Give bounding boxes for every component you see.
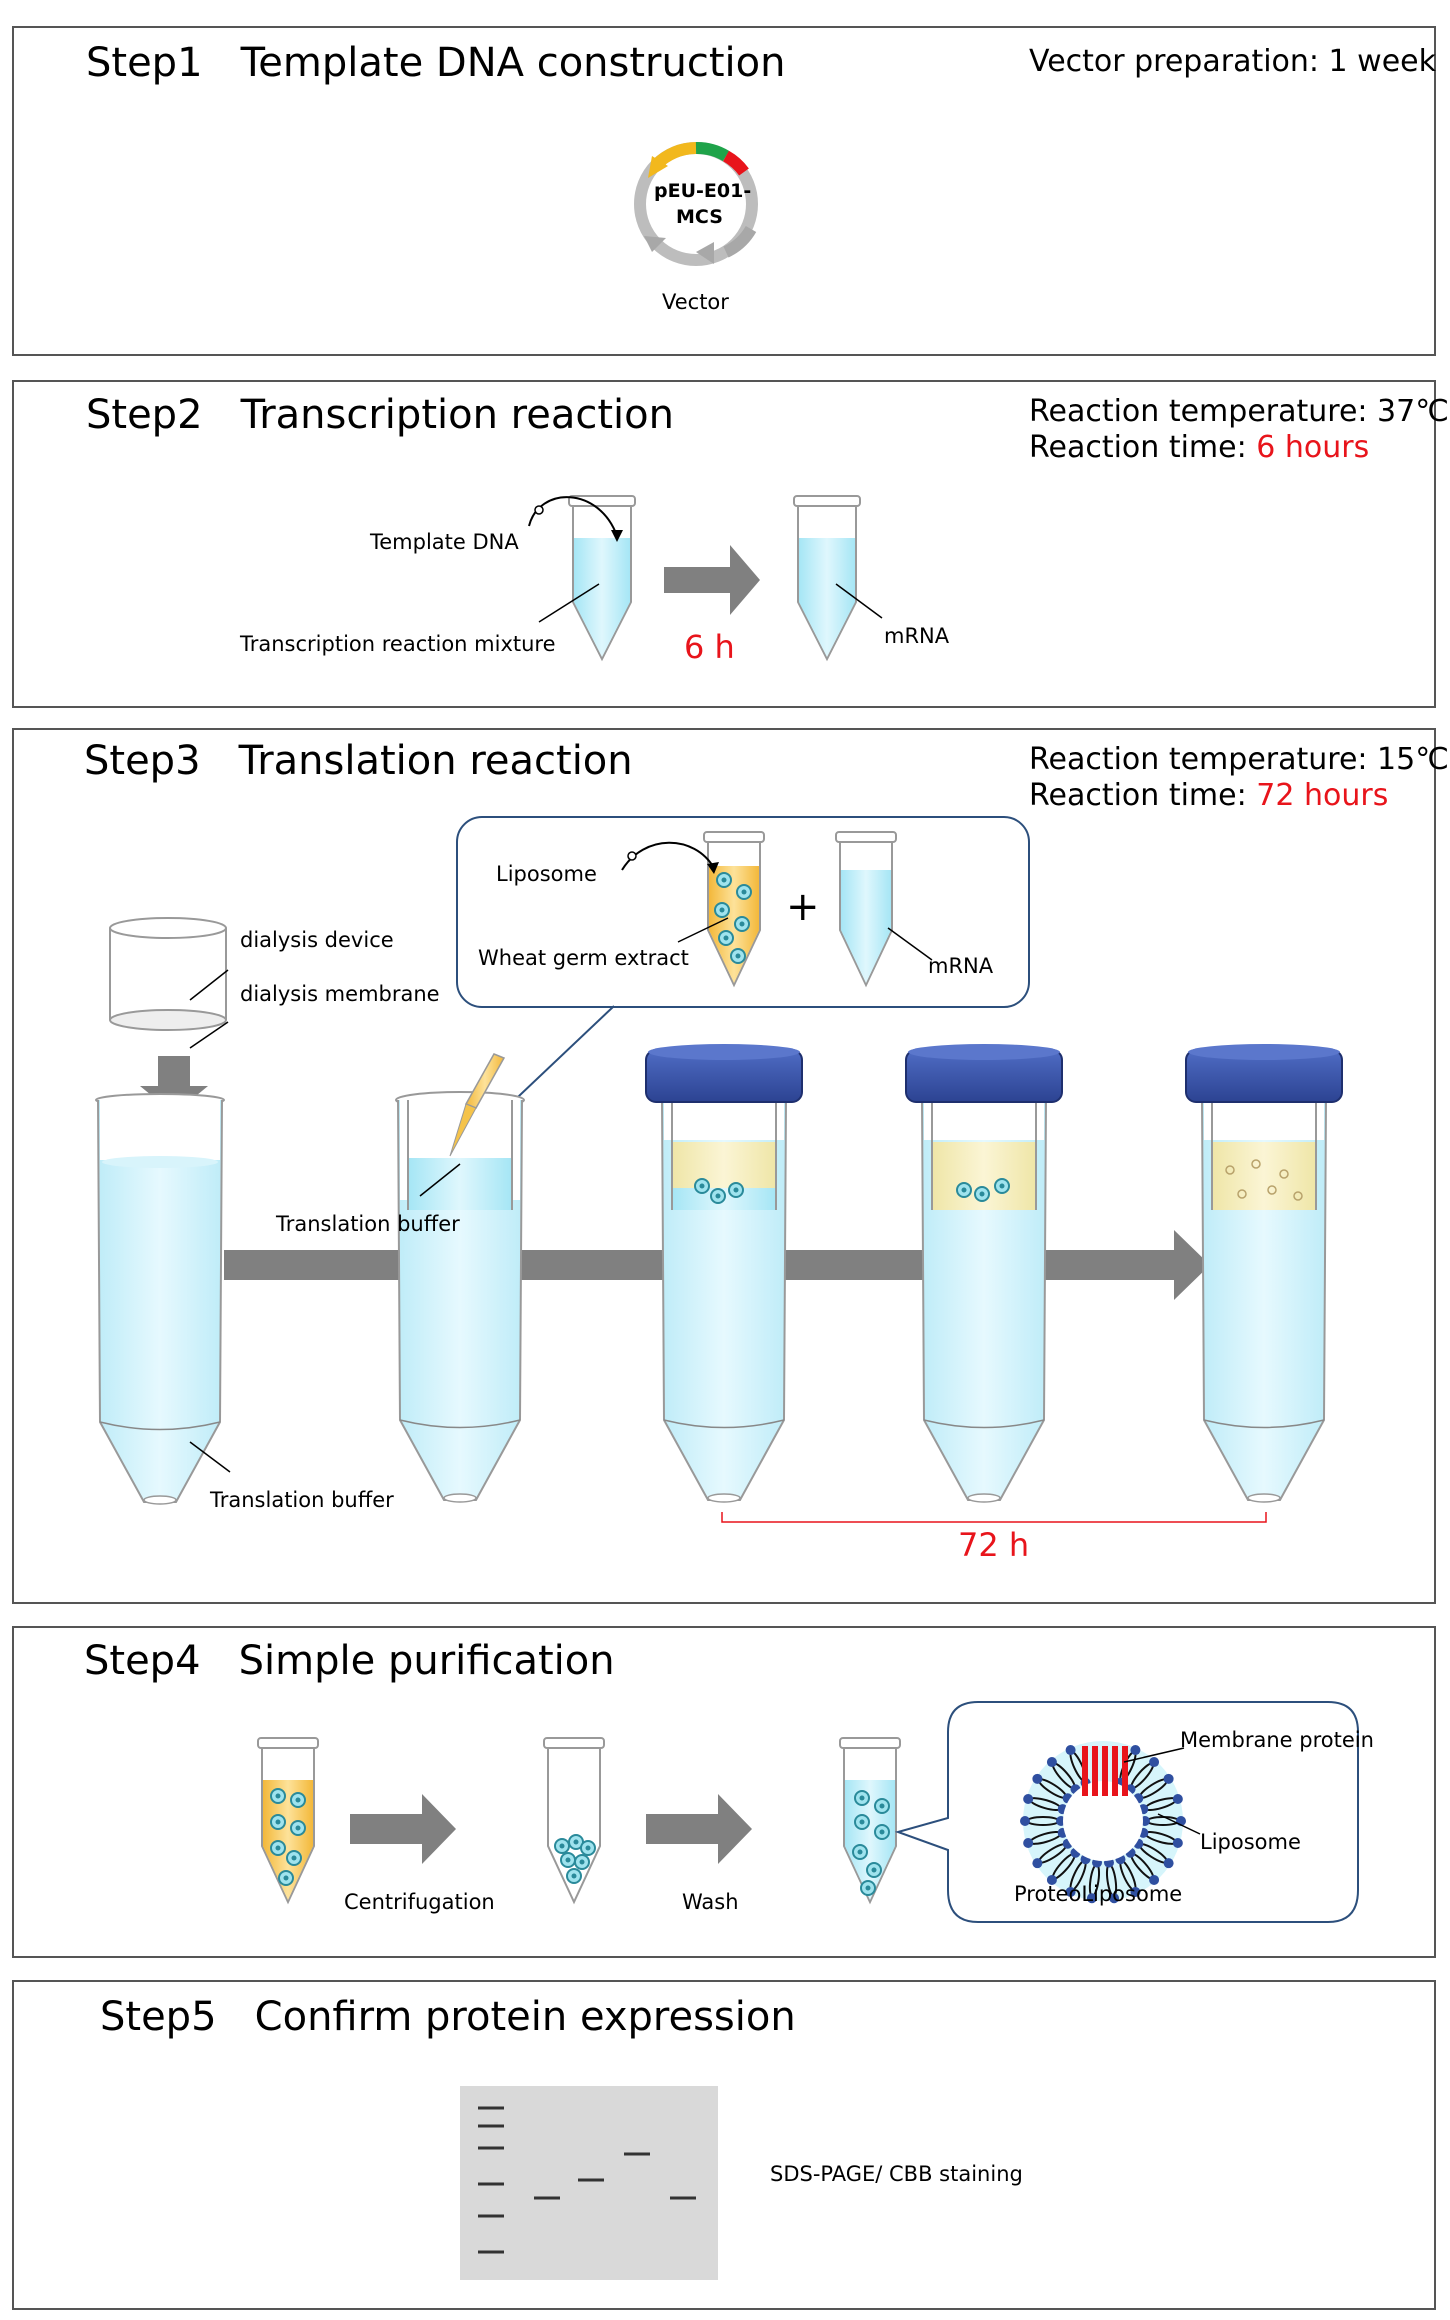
- lipid-head: [1023, 1794, 1034, 1805]
- callout-pointers: [1123, 1747, 1201, 1835]
- step5-panel: Step5 Confirm protein expression SDS-PAG…: [12, 1980, 1436, 2310]
- plus-sign: +: [786, 884, 820, 930]
- wash-arrow-icon: [646, 1794, 752, 1864]
- vector-label: Vector: [662, 290, 729, 314]
- lipid-head: [1065, 1745, 1076, 1756]
- centrifugation-label: Centrifugation: [344, 1890, 495, 1914]
- mrna-tube-icon: [793, 495, 861, 662]
- mixture-pointer: [538, 583, 600, 623]
- step2-temperature: Reaction temperature: 37℃: [1029, 394, 1449, 429]
- translation-buffer-outer-label: Translation buffer: [210, 1488, 394, 1512]
- lipid-head: [1149, 1757, 1160, 1768]
- device-pointers: [189, 969, 229, 1049]
- lipid-head: [1046, 1874, 1057, 1885]
- liposome-label: Liposome: [496, 862, 597, 886]
- mrna-pointer: [835, 583, 883, 619]
- wheat-germ-pointer: [677, 917, 729, 943]
- wheat-germ-label: Wheat germ extract: [478, 946, 689, 970]
- dialysis-tube-4: [905, 1044, 1063, 1503]
- inset-mrna-tube-icon: [835, 831, 897, 988]
- dialysis-membrane-label: dialysis membrane: [240, 982, 440, 1006]
- washed-tube-icon: [839, 1737, 901, 1905]
- step2-time: Reaction time: 6 hours: [1029, 430, 1369, 466]
- lipid-head: [1032, 1773, 1043, 1784]
- lipid-head: [1032, 1858, 1043, 1869]
- liposome-arrow: [621, 841, 719, 874]
- dialysis-tube-5: [1185, 1044, 1343, 1503]
- wash-label: Wash: [682, 1890, 739, 1914]
- step3-temperature: Reaction temperature: 15℃: [1029, 742, 1449, 777]
- translation-buffer-pointer: [419, 1163, 461, 1197]
- centrifugation-arrow-icon: [350, 1794, 456, 1864]
- lipid-head: [1163, 1773, 1174, 1784]
- lipid-head: [1172, 1837, 1183, 1848]
- dialysis-tube-3: [645, 1044, 803, 1503]
- lipid-head: [1023, 1837, 1034, 1848]
- plasmid-name-line1: pEU-E01-: [654, 180, 752, 202]
- step2-mrna-label: mRNA: [884, 624, 950, 648]
- step2-time-value: 6 hours: [1256, 430, 1370, 465]
- translation-buffer-inner-label: Translation buffer: [276, 1212, 460, 1236]
- step2-duration: 6 h: [684, 628, 735, 666]
- step4-title: Step4 Simple purification: [84, 1638, 615, 1684]
- pellet-tube-icon: [543, 1737, 605, 1905]
- step1-panel: Step1 Template DNA construction Vector p…: [12, 26, 1436, 356]
- membrane-protein-label: Membrane protein: [1180, 1728, 1374, 1752]
- step3-title: Step3 Translation reaction: [84, 738, 633, 784]
- lipid-head: [1020, 1816, 1030, 1826]
- inset-mrna-pointer: [887, 927, 933, 961]
- inset-mrna-label: mRNA: [928, 954, 994, 978]
- lipid-head: [1046, 1757, 1057, 1768]
- crude-tube-icon: [257, 1737, 319, 1905]
- step3-duration: 72 h: [958, 1526, 1030, 1564]
- lipid-head: [1130, 1745, 1141, 1756]
- step2-panel: Step2 Transcription reaction Reaction te…: [12, 380, 1449, 708]
- method-label: SDS-PAGE/ CBB staining: [770, 2162, 1023, 2186]
- step4-panel: Step4 Simple purification Centrifugation…: [12, 1626, 1436, 1958]
- step1-title: Step1 Template DNA construction: [86, 40, 786, 86]
- gel-icon: [460, 2086, 718, 2280]
- lipid-head: [1130, 1886, 1141, 1897]
- dialysis-tube-2: [395, 1053, 525, 1503]
- wheat-germ-tube-icon: [703, 831, 765, 988]
- plasmid-icon: [634, 142, 758, 266]
- lipid-head: [1109, 1893, 1120, 1904]
- lipid-head: [1172, 1794, 1183, 1805]
- arrow-right-icon: [664, 545, 760, 615]
- dialysis-tube-1: [95, 1093, 225, 1505]
- step2-title: Step2 Transcription reaction: [86, 392, 674, 438]
- step3-time-label: Reaction time:: [1029, 778, 1257, 813]
- step1-condition: Vector preparation: 1 week: [1029, 44, 1437, 79]
- lipid-head: [1163, 1858, 1174, 1869]
- dialysis-device-label: dialysis device: [240, 928, 394, 952]
- step3-time-value: 72 hours: [1256, 778, 1389, 813]
- step3-panel: Step3 Translation reaction Reaction temp…: [12, 728, 1449, 1604]
- template-dna-arrow: [528, 496, 623, 542]
- lipid-head: [1149, 1874, 1160, 1885]
- dialysis-device-icon: [109, 917, 227, 1031]
- transcription-tube-icon: [568, 495, 636, 662]
- duration-bracket: [721, 1512, 1267, 1523]
- liposome-icon: [1020, 1741, 1186, 1904]
- lipid-head: [1065, 1886, 1076, 1897]
- lipid-head: [1086, 1893, 1097, 1904]
- proteoliposome-label: ProteoLiposome: [1014, 1882, 1183, 1906]
- outer-buffer-pointer: [189, 1441, 231, 1473]
- mixture-label: Transcription reaction mixture: [240, 632, 556, 656]
- plasmid-name-line2: MCS: [676, 206, 723, 228]
- callout-liposome-label: Liposome: [1200, 1830, 1301, 1854]
- step5-title: Step5 Confirm protein expression: [100, 1994, 796, 2040]
- template-dna-label: Template DNA: [370, 530, 519, 554]
- step2-time-label: Reaction time:: [1029, 430, 1257, 465]
- step3-time: Reaction time: 72 hours: [1029, 778, 1388, 814]
